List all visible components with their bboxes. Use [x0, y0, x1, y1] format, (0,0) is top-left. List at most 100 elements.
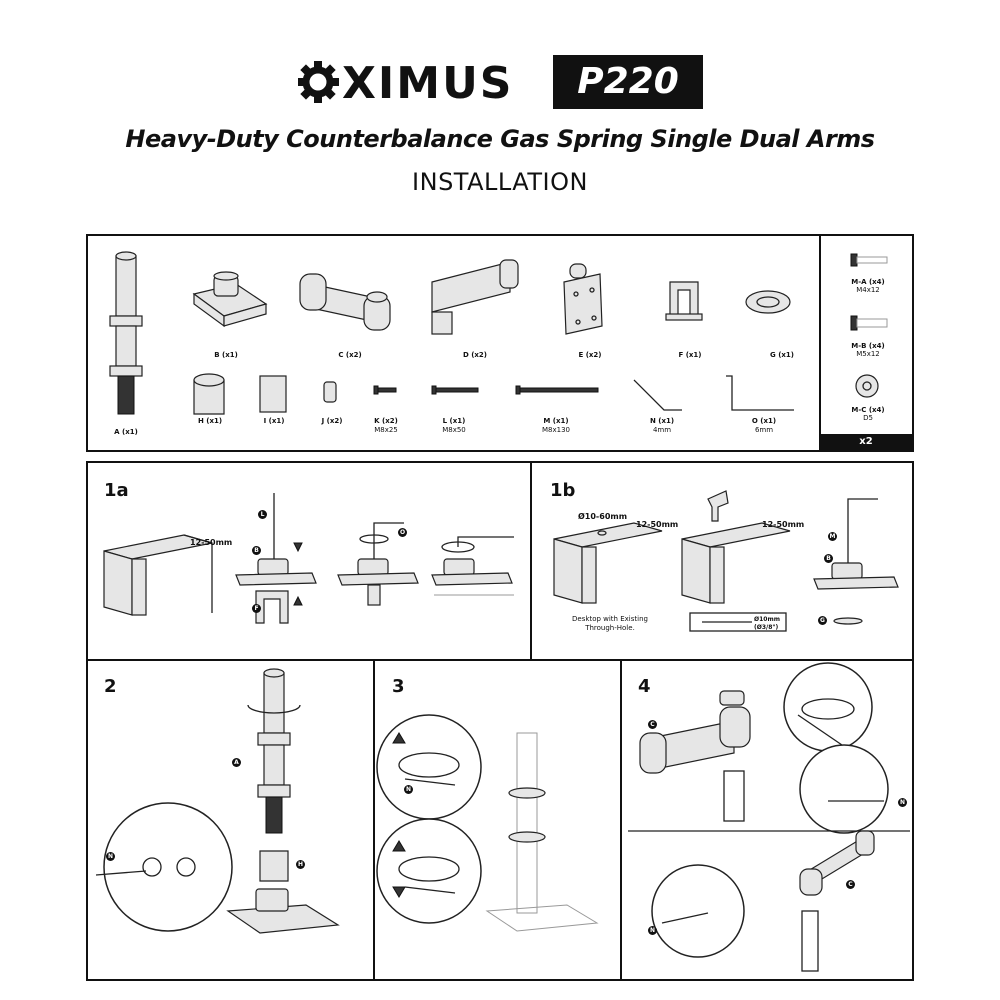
- through-hole-note: Desktop with Existing Through-Hole.: [572, 615, 648, 632]
- part-l-screw-illustration: [431, 385, 479, 395]
- part-m-screw-illustration: [515, 385, 599, 395]
- desk-thickness-label: 12-50mm: [190, 538, 233, 547]
- part-label: F (x1): [678, 351, 702, 359]
- parts-illustrations: [109, 251, 794, 415]
- part-j-sleeve-illustration: [323, 381, 337, 403]
- callout-badge: M: [828, 532, 837, 541]
- part-h-clip-illustration: [193, 373, 225, 415]
- desk-with-hole-illustration: [553, 522, 663, 604]
- part-label: L (x1): [442, 417, 466, 425]
- callout-badge: N: [648, 926, 657, 935]
- callout-badge: A: [232, 758, 241, 767]
- pole-assembly: [226, 668, 340, 934]
- step-1a-illustration: [103, 493, 514, 624]
- screw-ma-illustration: [850, 253, 888, 267]
- clamp-assembly-1: [235, 493, 317, 624]
- steps-2-4-panel: [86, 659, 914, 981]
- step-4-arm-top: [639, 690, 751, 822]
- part-label: G (x1): [770, 351, 794, 359]
- part-a-pole-illustration: [109, 251, 143, 415]
- callout-badge: N: [898, 798, 907, 807]
- model-badge: P220: [553, 55, 703, 109]
- part-label: N (x1): [649, 417, 675, 425]
- callout-badge: C: [648, 720, 657, 729]
- part-spec: 6mm: [754, 426, 774, 434]
- drill-bit-illustration: [689, 612, 787, 632]
- callout-badge: B: [252, 546, 261, 555]
- part-b-base-illustration: [192, 271, 268, 328]
- step-3-divider: [620, 660, 622, 980]
- drill-size-label: Ø10mm (Ø3/8"): [754, 616, 780, 631]
- hardware-divider: [819, 235, 821, 451]
- step-1-divider: [530, 462, 532, 660]
- part-spec: 4mm: [652, 426, 672, 434]
- hardware-spec: M4x12: [856, 286, 880, 294]
- brand-logo: XIMUS: [297, 58, 538, 110]
- part-label: O (x1): [751, 417, 777, 425]
- part-d-arm-illustration: [431, 259, 519, 335]
- part-spec: M8x50: [442, 426, 466, 434]
- clamp-assembly-2: [337, 522, 419, 606]
- callout-badge: C: [846, 880, 855, 889]
- hardware-multiplier: x2: [820, 434, 912, 450]
- part-n-allen-key-illustration: [633, 379, 682, 411]
- detail-circle-step-3-bottom: [376, 818, 482, 924]
- product-subtitle: Heavy-Duty Counterbalance Gas Spring Sin…: [125, 125, 875, 153]
- part-label: K (x2): [374, 417, 398, 425]
- thickness-label-2: 12-50mm: [762, 520, 805, 529]
- hardware-label: M-B (x4): [851, 342, 885, 350]
- part-c-arm-illustration: [299, 273, 391, 331]
- clamp-assembly-3: [431, 536, 514, 596]
- hardware-spec: M5x12: [856, 350, 880, 358]
- step-1b-number: 1b: [550, 480, 576, 501]
- step-1b-clamp-assembly: [813, 498, 899, 625]
- step-2-number: 2: [104, 676, 117, 697]
- callout-badge: L: [258, 510, 267, 519]
- callout-badge: G: [818, 616, 827, 625]
- thickness-label-1: 12-50mm: [636, 520, 679, 529]
- part-spec: M8x130: [542, 426, 570, 434]
- callout-badge: F: [252, 604, 261, 613]
- screw-mb-illustration: [850, 315, 888, 331]
- hole-diameter-label: Ø10-60mm: [578, 512, 628, 521]
- part-o-allen-key-illustration: [726, 375, 794, 411]
- part-label: A (x1): [114, 428, 138, 436]
- step-1b-illustration: [553, 490, 899, 632]
- brand-name: XIMUS: [342, 58, 514, 109]
- step-4-arm-bottom: [799, 830, 875, 972]
- washer-mc-illustration: [855, 374, 879, 398]
- hardware-label: M-C (x4): [851, 406, 885, 414]
- callout-badge: O: [398, 528, 407, 537]
- part-label: I (x1): [263, 417, 285, 425]
- callout-badge: H: [296, 860, 305, 869]
- step-4-illustration: [628, 662, 910, 972]
- hardware-spec: D5: [863, 414, 873, 422]
- part-e-vesa-plate-illustration: [563, 263, 603, 335]
- part-k-screw-illustration: [373, 385, 397, 395]
- part-label: B (x1): [214, 351, 238, 359]
- step-1a-number: 1a: [104, 480, 129, 501]
- hardware-label: M-A (x4): [851, 278, 885, 286]
- part-label: E (x2): [578, 351, 602, 359]
- part-spec: M8x25: [374, 426, 398, 434]
- step-3-number: 3: [392, 676, 405, 697]
- step-4-number: 4: [638, 676, 651, 697]
- desk-illustration: [103, 534, 213, 616]
- part-label: M (x1): [543, 417, 569, 425]
- detail-circle-step-2: [95, 802, 233, 932]
- callout-badge: N: [404, 785, 413, 794]
- detail-circle-step-4-mid: [799, 744, 889, 834]
- step-3-illustration: [376, 714, 599, 932]
- part-g-washer-illustration: [745, 290, 791, 314]
- step-2-divider: [373, 660, 375, 980]
- part-i-spacer-illustration: [259, 375, 287, 413]
- section-title: INSTALLATION: [412, 168, 588, 196]
- part-label: C (x2): [338, 351, 362, 359]
- step-2-illustration: [95, 668, 340, 934]
- callout-badge: B: [824, 554, 833, 563]
- part-f-bracket-illustration: [665, 281, 703, 321]
- detail-circle-step-3-top: [376, 714, 482, 820]
- callout-badge: N: [106, 852, 115, 861]
- step-3-pole-ghost: [485, 732, 599, 932]
- detail-circle-step-4-top: [783, 662, 873, 752]
